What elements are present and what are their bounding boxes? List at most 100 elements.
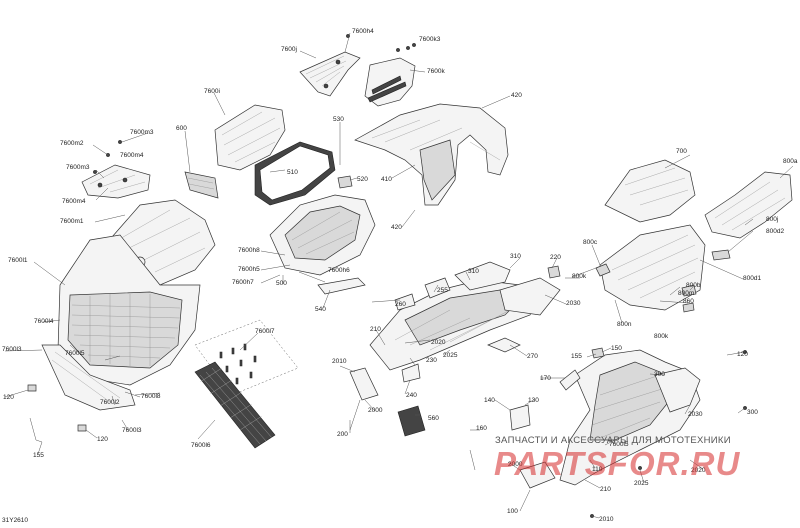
part-120-clip <box>27 384 37 392</box>
fastener-icon <box>93 170 97 174</box>
callout-7600m3: 7600m3 <box>130 129 154 136</box>
callout-270: 270 <box>527 353 538 360</box>
part-7600m-bracket <box>81 164 151 199</box>
callout-7600m3: 7600m3 <box>66 164 90 171</box>
callout-7600l6: 7600l6 <box>191 442 211 449</box>
callout-155: 155 <box>33 452 44 459</box>
callout-7600l7: 7600l7 <box>255 328 275 335</box>
part-500-front-storage <box>269 194 376 276</box>
callout-800d2: 800d2 <box>766 228 784 235</box>
callout-155: 155 <box>571 353 582 360</box>
callout-420: 420 <box>391 224 402 231</box>
part-800d1-rear-fender <box>599 224 706 311</box>
part-120-clip <box>77 424 87 432</box>
callout-800c: 800c <box>583 239 598 246</box>
part-155-clip <box>591 347 605 359</box>
callout-255: 255 <box>437 287 448 294</box>
callout-120: 120 <box>737 351 748 358</box>
callout-7600k3: 7600k3 <box>419 36 441 43</box>
part-7600k-cover <box>364 57 416 107</box>
part-800c-pad <box>595 263 611 277</box>
fastener-icon <box>406 46 410 50</box>
part-270-cover <box>487 337 521 353</box>
callout-230: 230 <box>426 357 437 364</box>
callout-7600i: 7600i <box>204 88 220 95</box>
leader-lines <box>4 32 794 519</box>
callout-500: 500 <box>276 280 287 287</box>
watermark-logo: PARTSFOR.RU <box>494 445 741 482</box>
callout-530: 530 <box>333 116 344 123</box>
callout-2010: 2010 <box>599 516 614 523</box>
part-510-gasket <box>254 141 336 206</box>
part-255-bracket <box>424 277 451 299</box>
callout-7600m4: 7600m4 <box>120 152 144 159</box>
callout-800k: 800k <box>572 273 587 280</box>
part-100-mount <box>519 461 556 489</box>
callout-200: 200 <box>337 431 348 438</box>
callout-140: 140 <box>484 397 495 404</box>
callout-7600h5: 7600h5 <box>238 266 260 273</box>
callout-310: 310 <box>468 268 479 275</box>
part-230-bracket <box>401 363 421 383</box>
fastener-icon <box>638 466 642 470</box>
callout-7600h4: 7600h4 <box>352 28 374 35</box>
part-530-part <box>499 277 561 316</box>
part-310-upper-bracket <box>454 261 511 291</box>
callout-310: 310 <box>510 253 521 260</box>
callout-2010: 2010 <box>332 358 347 365</box>
callout-800a: 800a <box>783 158 798 165</box>
callout-7600m1: 7600m1 <box>60 218 84 225</box>
callout-2000: 2000 <box>508 461 523 468</box>
callout-2030: 2030 <box>688 411 703 418</box>
callout-300: 300 <box>747 409 758 416</box>
callout-labels: 7600h4 7600j 7600k3 7600k 420 7600i 600 … <box>2 28 798 523</box>
part-7600i-front-upper <box>214 104 286 171</box>
callout-2000: 2000 <box>368 407 383 414</box>
part-260-bracket <box>394 293 416 311</box>
part-170-cover <box>559 369 581 391</box>
callout-2025: 2025 <box>443 352 458 359</box>
callout-7600m4: 7600m4 <box>62 198 86 205</box>
part-7600l2-lower-lip <box>41 344 136 411</box>
callout-800j: 800j <box>766 216 778 223</box>
callout-300: 300 <box>654 371 665 378</box>
fastener-icon <box>396 48 400 52</box>
callout-2020: 2020 <box>691 467 706 474</box>
callout-120: 120 <box>97 436 108 443</box>
callout-210: 210 <box>370 326 381 333</box>
part-800d2-pad <box>711 249 731 261</box>
callout-170: 170 <box>540 375 551 382</box>
callout-100: 100 <box>507 508 518 515</box>
callout-7600l3: 7600l3 <box>2 346 22 353</box>
part-2030-fender-flare <box>654 367 701 413</box>
part-560-pad <box>397 405 426 437</box>
callout-7600l5: 7600l5 <box>609 441 629 448</box>
callout-110: 110 <box>592 466 603 473</box>
callout-410: 410 <box>381 176 392 183</box>
part-140-bracket <box>509 404 531 431</box>
callout-7600l3: 7600l3 <box>122 427 142 434</box>
callout-7600j: 7600j <box>281 46 297 53</box>
part-7600l1-front-fascia <box>57 234 201 386</box>
part-700-seat <box>604 159 696 223</box>
part-860-clip <box>682 302 695 313</box>
fastener-icon <box>118 140 122 144</box>
callout-2025: 2025 <box>634 480 649 487</box>
callout-7600h6: 7600h6 <box>328 267 350 274</box>
callout-7600h8: 7600h8 <box>238 247 260 254</box>
callout-800b: 800b <box>686 282 701 289</box>
callout-800m: 800n <box>617 321 632 328</box>
callout-540: 540 <box>315 306 326 313</box>
callout-160: 160 <box>476 425 487 432</box>
callout-220: 220 <box>550 254 561 261</box>
callout-7600k: 7600k <box>427 68 445 75</box>
callout-560: 560 <box>428 415 439 422</box>
callout-700: 700 <box>676 148 687 155</box>
callout-210: 210 <box>600 486 611 493</box>
part-7600l6-grille <box>194 361 276 449</box>
callout-800k: 800k <box>654 333 669 340</box>
part-7600j-rack-panel <box>299 51 361 97</box>
callout-7600l2: 7600l2 <box>100 399 120 406</box>
diagram-id: 31Y2610 <box>2 517 29 524</box>
